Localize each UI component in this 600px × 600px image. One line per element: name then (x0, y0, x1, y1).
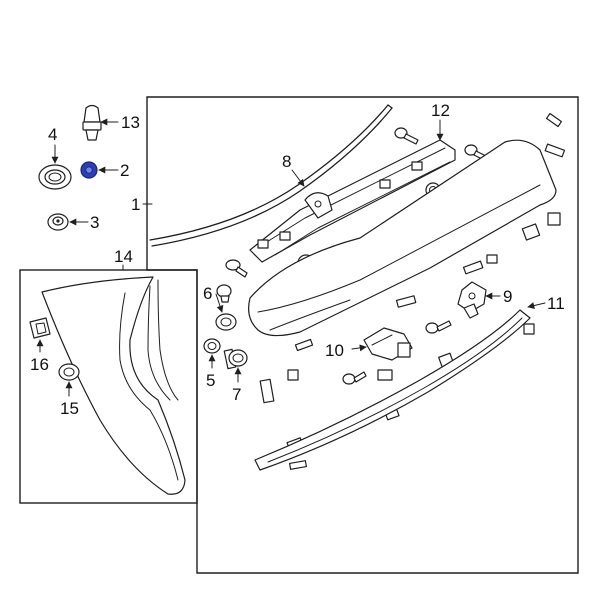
bolt-left-12 (225, 259, 248, 278)
callout-4: 4 (48, 125, 57, 144)
bolt-top-12 (394, 127, 419, 145)
part-15-grommet (58, 363, 80, 381)
callout-3: 3 (90, 213, 99, 232)
leader-8 (291, 169, 305, 187)
part-10-connector-block (363, 327, 413, 361)
callout-11: 11 (547, 294, 565, 313)
part-7-grommet (228, 349, 248, 367)
part-14-side-trim (41, 276, 186, 495)
bolt-near-10-a (425, 320, 452, 334)
callout-5: 5 (206, 371, 215, 390)
callout-10: 10 (325, 341, 344, 360)
callout-2: 2 (120, 161, 129, 180)
leader-6 (215, 293, 224, 313)
callout-12: 12 (431, 101, 450, 120)
part-12-spoiler-bracket (249, 139, 456, 263)
small-clips-right (223, 112, 566, 470)
part-6-grommet (215, 313, 237, 331)
callout-1: 1 (131, 195, 140, 214)
part-9-connector (457, 281, 487, 319)
part-16-clip (29, 317, 51, 339)
callout-16: 16 (30, 355, 49, 374)
bolt-near-10-b (342, 371, 367, 385)
part-6-clip (216, 284, 232, 303)
side-trim-frame (19, 269, 198, 504)
callout-13: 13 (121, 113, 140, 132)
callout-15: 15 (60, 399, 79, 418)
part-5-grommet (203, 338, 221, 354)
part-4-grommet (38, 164, 72, 190)
part-2-nut (80, 161, 98, 179)
callout-8: 8 (282, 152, 291, 171)
leader-10 (351, 344, 367, 352)
leader-11 (527, 302, 546, 309)
callout-9: 9 (503, 287, 512, 306)
callout-6: 6 (203, 284, 212, 303)
callout-14: 14 (114, 247, 133, 266)
part-3-nut (47, 213, 69, 231)
callout-7: 7 (232, 385, 241, 404)
spoiler-body (248, 139, 557, 337)
part-11-lower-strip (254, 309, 531, 471)
part-8-seal-strip (149, 104, 389, 241)
part-13-push-clip (82, 104, 102, 141)
